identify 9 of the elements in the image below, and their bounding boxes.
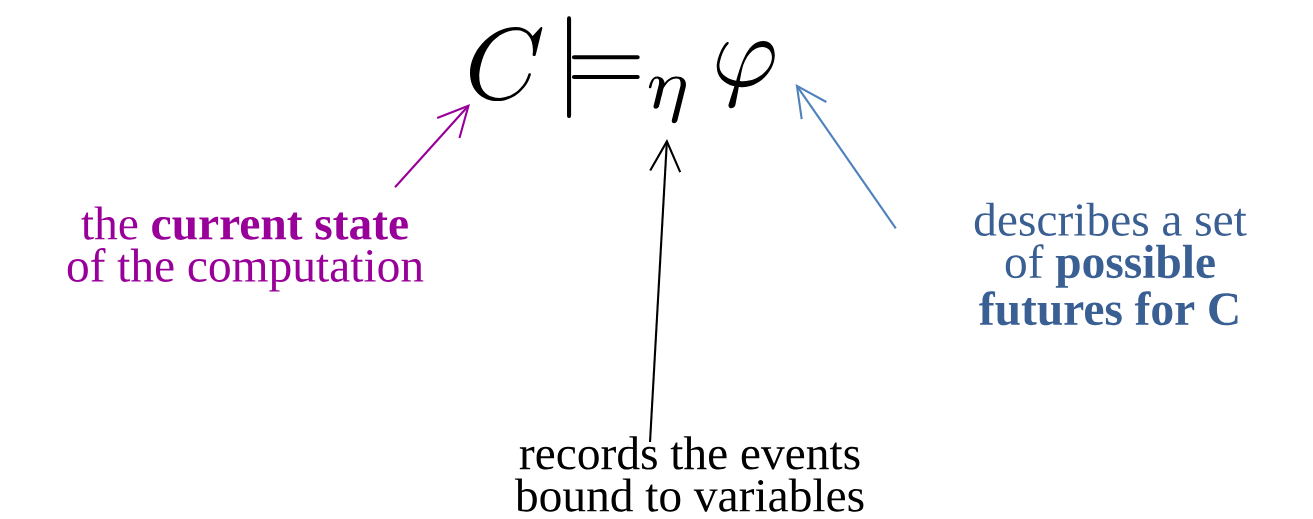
annotation-text: the current state of the computation [67,206,424,292]
arrow [795,84,897,230]
formula-symbol: $\models_{\eta}$ [567,16,686,124]
formula-symbol: $\varphi$ [716,41,775,109]
arrow [394,104,471,188]
formula-symbol: $C$ [470,26,543,102]
annotation-text: describes a set of possible futures for C [974,202,1247,326]
arrow [648,139,682,443]
annotation-text: records the events bound to variables [514,436,864,512]
